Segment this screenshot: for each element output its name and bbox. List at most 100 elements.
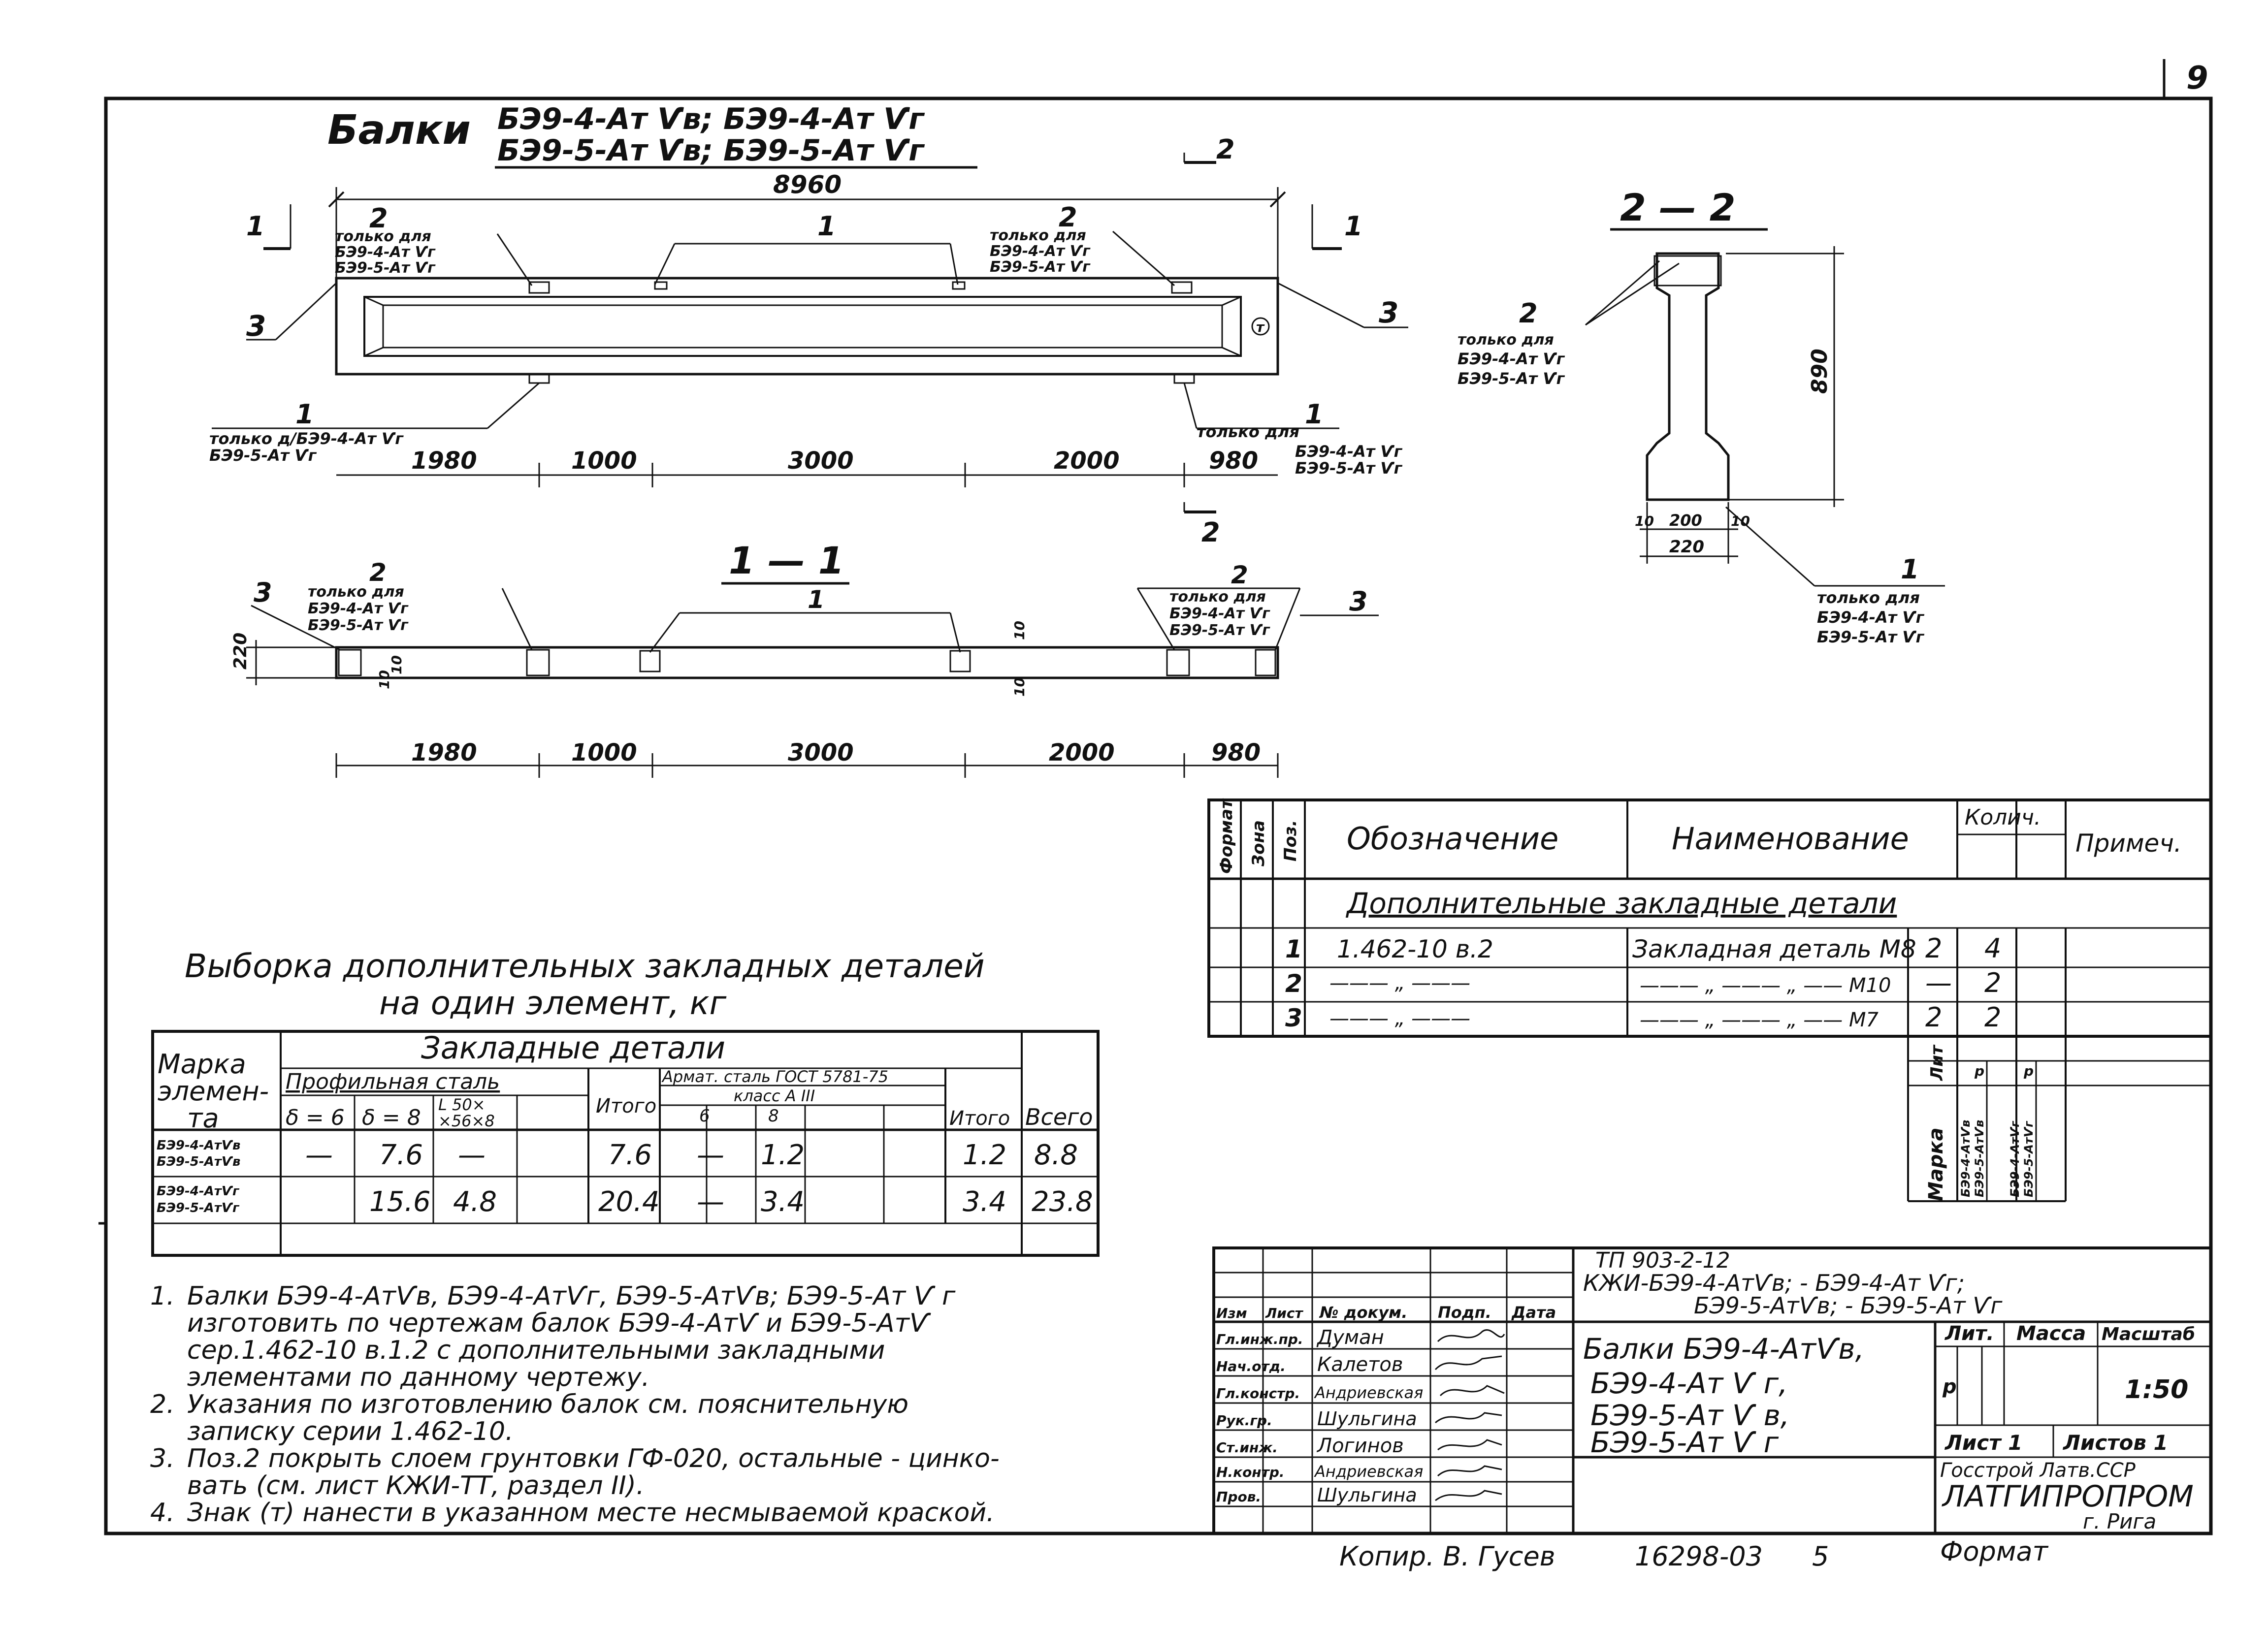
sample-r1-d8: 7.6 — [379, 1139, 423, 1171]
stamp-hdr-izm: Изм — [1216, 1305, 1247, 1321]
section-11-small-dim-4: 10 — [1011, 677, 1028, 697]
section-11-pos-1: 1 — [808, 585, 825, 614]
plan-pos-3-left: 3 — [246, 309, 266, 343]
section-22-pos-1: 1 — [1901, 554, 1919, 585]
sample-r2-angle: 4.8 — [453, 1186, 497, 1218]
section-22-note-top-1: только для — [1458, 331, 1554, 349]
note-1-line-1: Балки БЭ9-4-АтѴв, БЭ9-4-АтѴг, БЭ9-5-АтѴв… — [187, 1281, 956, 1311]
section-22-note-top-3: БЭ9-5-Ат Ѵг — [1458, 369, 1565, 388]
plan-note-bottom-right-2: БЭ9-4-Ат Ѵг — [1295, 442, 1403, 461]
section-11-note-left-3: БЭ9-5-Ат Ѵг — [308, 617, 409, 634]
sample-r1-itogo: 7.6 — [608, 1139, 652, 1171]
spec-header-zone: Зона — [1249, 820, 1268, 867]
plan-pos-1-bottom-left: 1 — [295, 399, 314, 430]
sample-r2-vsego: 23.8 — [1032, 1186, 1093, 1218]
stamp-name-4: Шульгина — [1317, 1408, 1417, 1430]
stamp-code-1: ТП 903-2-12 — [1595, 1248, 1730, 1273]
spec-row-1-qty-b: 4 — [1984, 933, 2001, 964]
footer-page: 5 — [1812, 1541, 1829, 1572]
stamp-code-2: КЖИ-БЭ9-4-АтѴв; - БЭ9-4-Ат Ѵг; — [1583, 1270, 1965, 1296]
note-2-line-2: записку серии 1.462-10. — [187, 1417, 514, 1446]
note-4-line-1: Знак (т) нанести в указанном месте несмы… — [187, 1498, 995, 1528]
stamp-listov: Листов 1 — [2062, 1431, 2168, 1455]
stamp-lit-label: Лит. — [1944, 1322, 1994, 1345]
title-line-1: БЭ9-4-Ат Ѵв; БЭ9-4-Ат Ѵг — [497, 102, 925, 136]
plan-note-top-right-1: только для — [990, 227, 1086, 244]
plan-note-bottom-right-1: только для — [1197, 422, 1299, 441]
sheet-number: 9 — [2186, 60, 2208, 96]
plan-mark-symbol: т — [1256, 319, 1265, 335]
spec-row-3-qty-a: 2 — [1925, 1002, 1942, 1033]
stamp-scale-label: Масштаб — [2102, 1324, 2195, 1344]
plan-note-top-right-2: БЭ9-4-Ат Ѵг — [990, 243, 1091, 260]
sample-h-angle-2: ×56×8 — [438, 1112, 495, 1130]
sample-r1-mark1: БЭ9-4-АтѴв — [157, 1138, 240, 1153]
sample-h-6: 6 — [699, 1106, 710, 1126]
stamp-title-4: БЭ9-5-Ат Ѵ г — [1590, 1426, 1779, 1459]
spec-header-qty: Колич. — [1965, 805, 2041, 830]
title-line-2: БЭ9-5-Ат Ѵв; БЭ9-5-Ат Ѵг — [497, 133, 925, 168]
note-2-num: 2. — [150, 1390, 175, 1419]
sample-r2-a6: — — [697, 1186, 724, 1218]
spec-header-note: Примеч. — [2075, 829, 2182, 858]
stamp-org-2: ЛАТГИПРОПРОМ — [1942, 1479, 2194, 1514]
sample-h-itogo2: Итого — [949, 1107, 1010, 1130]
sample-h-d6: δ = 6 — [286, 1105, 345, 1130]
sample-r1-d6: — — [305, 1139, 333, 1171]
spec-marka-3: БЭ9-4-АтѴг — [2008, 1120, 2022, 1197]
spec-marka-label: Марка — [1925, 1127, 1947, 1201]
plan-dim-1980: 1980 — [411, 447, 477, 475]
spec-row-2-qty-b: 2 — [1984, 967, 2001, 998]
note-1-line-2: изготовить по чертежам балок БЭ9-4-АтѴ и… — [187, 1309, 931, 1338]
spec-row-1-name: Закладная деталь М8 — [1632, 935, 1916, 963]
spec-header-format: Формат — [1217, 798, 1236, 874]
stamp-role-2: Нач.отд. — [1216, 1358, 1286, 1374]
stamp-hdr-sign: Подп. — [1438, 1303, 1491, 1322]
plan-dim-980: 980 — [1209, 447, 1258, 475]
plan-note-bottom-right-3: БЭ9-5-Ат Ѵг — [1295, 459, 1403, 478]
section-22-note-bottom-1: только для — [1817, 588, 1920, 607]
plan-dim-2000: 2000 — [1054, 447, 1120, 475]
spec-lit-label: Лит — [1927, 1044, 1947, 1081]
plan-dim-1000: 1000 — [571, 447, 637, 475]
spec-row-2-name: ——— „ ——— „ —— М10 — [1640, 974, 1891, 997]
note-3-line-2: вать (см. лист КЖИ-ТТ, раздел II). — [187, 1471, 644, 1500]
spec-row-3-designation: ——— „ ——— — [1329, 1007, 1470, 1030]
stamp-name-7: Шульгина — [1317, 1484, 1417, 1506]
section-22-pos-2: 2 — [1519, 298, 1538, 329]
plan-note-bottom-left-1: только д/БЭ9-4-Ат Ѵг — [209, 429, 404, 448]
note-2-line-1: Указания по изготовлению балок см. поясн… — [187, 1390, 908, 1419]
stamp-massa-label: Масса — [2016, 1322, 2086, 1345]
stamp-title-2: БЭ9-4-Ат Ѵ г, — [1590, 1367, 1788, 1400]
stamp-hdr-date: Дата — [1511, 1303, 1556, 1322]
sample-r2-mark1: БЭ9-4-АтѴг — [157, 1184, 240, 1199]
spec-lit-value-1: р — [1974, 1063, 1984, 1079]
sample-h-marka-2: элемен- — [158, 1076, 269, 1107]
spec-header-pos: Поз. — [1281, 820, 1300, 862]
plan-pos-1-bottom-right: 1 — [1305, 399, 1324, 430]
plan-note-top-left-1: только для — [335, 228, 431, 245]
section-11-height-dim: 220 — [230, 633, 251, 670]
stamp-role-4: Рук.гр. — [1216, 1412, 1272, 1429]
section-2-2: 2 — 2 890 10 200 10 220 2 только для БЭ9… — [1458, 186, 1945, 646]
sample-h-armat: Армат. сталь ГОСТ 5781-75 — [661, 1067, 888, 1086]
sample-r1-mark2: БЭ9-5-АтѴв — [157, 1154, 240, 1169]
spec-header-name: Наименование — [1672, 821, 1909, 857]
sample-r2-d8: 15.6 — [369, 1186, 431, 1218]
section-11-note-left-2: БЭ9-4-Ат Ѵг — [308, 600, 409, 617]
title-block: ТП 903-2-12 КЖИ-БЭ9-4-АтѴв; - БЭ9-4-Ат Ѵ… — [1212, 1246, 2212, 1535]
section-22-note-top-2: БЭ9-4-Ат Ѵг — [1458, 350, 1565, 368]
stamp-hdr-list: Лист — [1265, 1305, 1303, 1321]
spec-row-2-pos: 2 — [1285, 969, 1302, 998]
note-3-line-1: Поз.2 покрыть слоем грунтовки ГФ-020, ос… — [187, 1444, 1000, 1473]
plan-cut-1-right: 1 — [1344, 211, 1363, 242]
sample-r1-a8: 1.2 — [761, 1139, 805, 1171]
plan-dim-3000: 3000 — [788, 447, 854, 475]
section-22-height-dim: 890 — [1807, 349, 1832, 394]
note-1-line-4: элементами по данному чертежу. — [187, 1363, 649, 1392]
sample-h-prof: Профильная сталь — [286, 1069, 500, 1094]
section-22-note-bottom-2: БЭ9-4-Ат Ѵг — [1817, 608, 1925, 627]
spec-row-3-name: ——— „ ——— „ —— М7 — [1640, 1009, 1879, 1031]
stamp-name-3: Андриевская — [1314, 1383, 1423, 1402]
